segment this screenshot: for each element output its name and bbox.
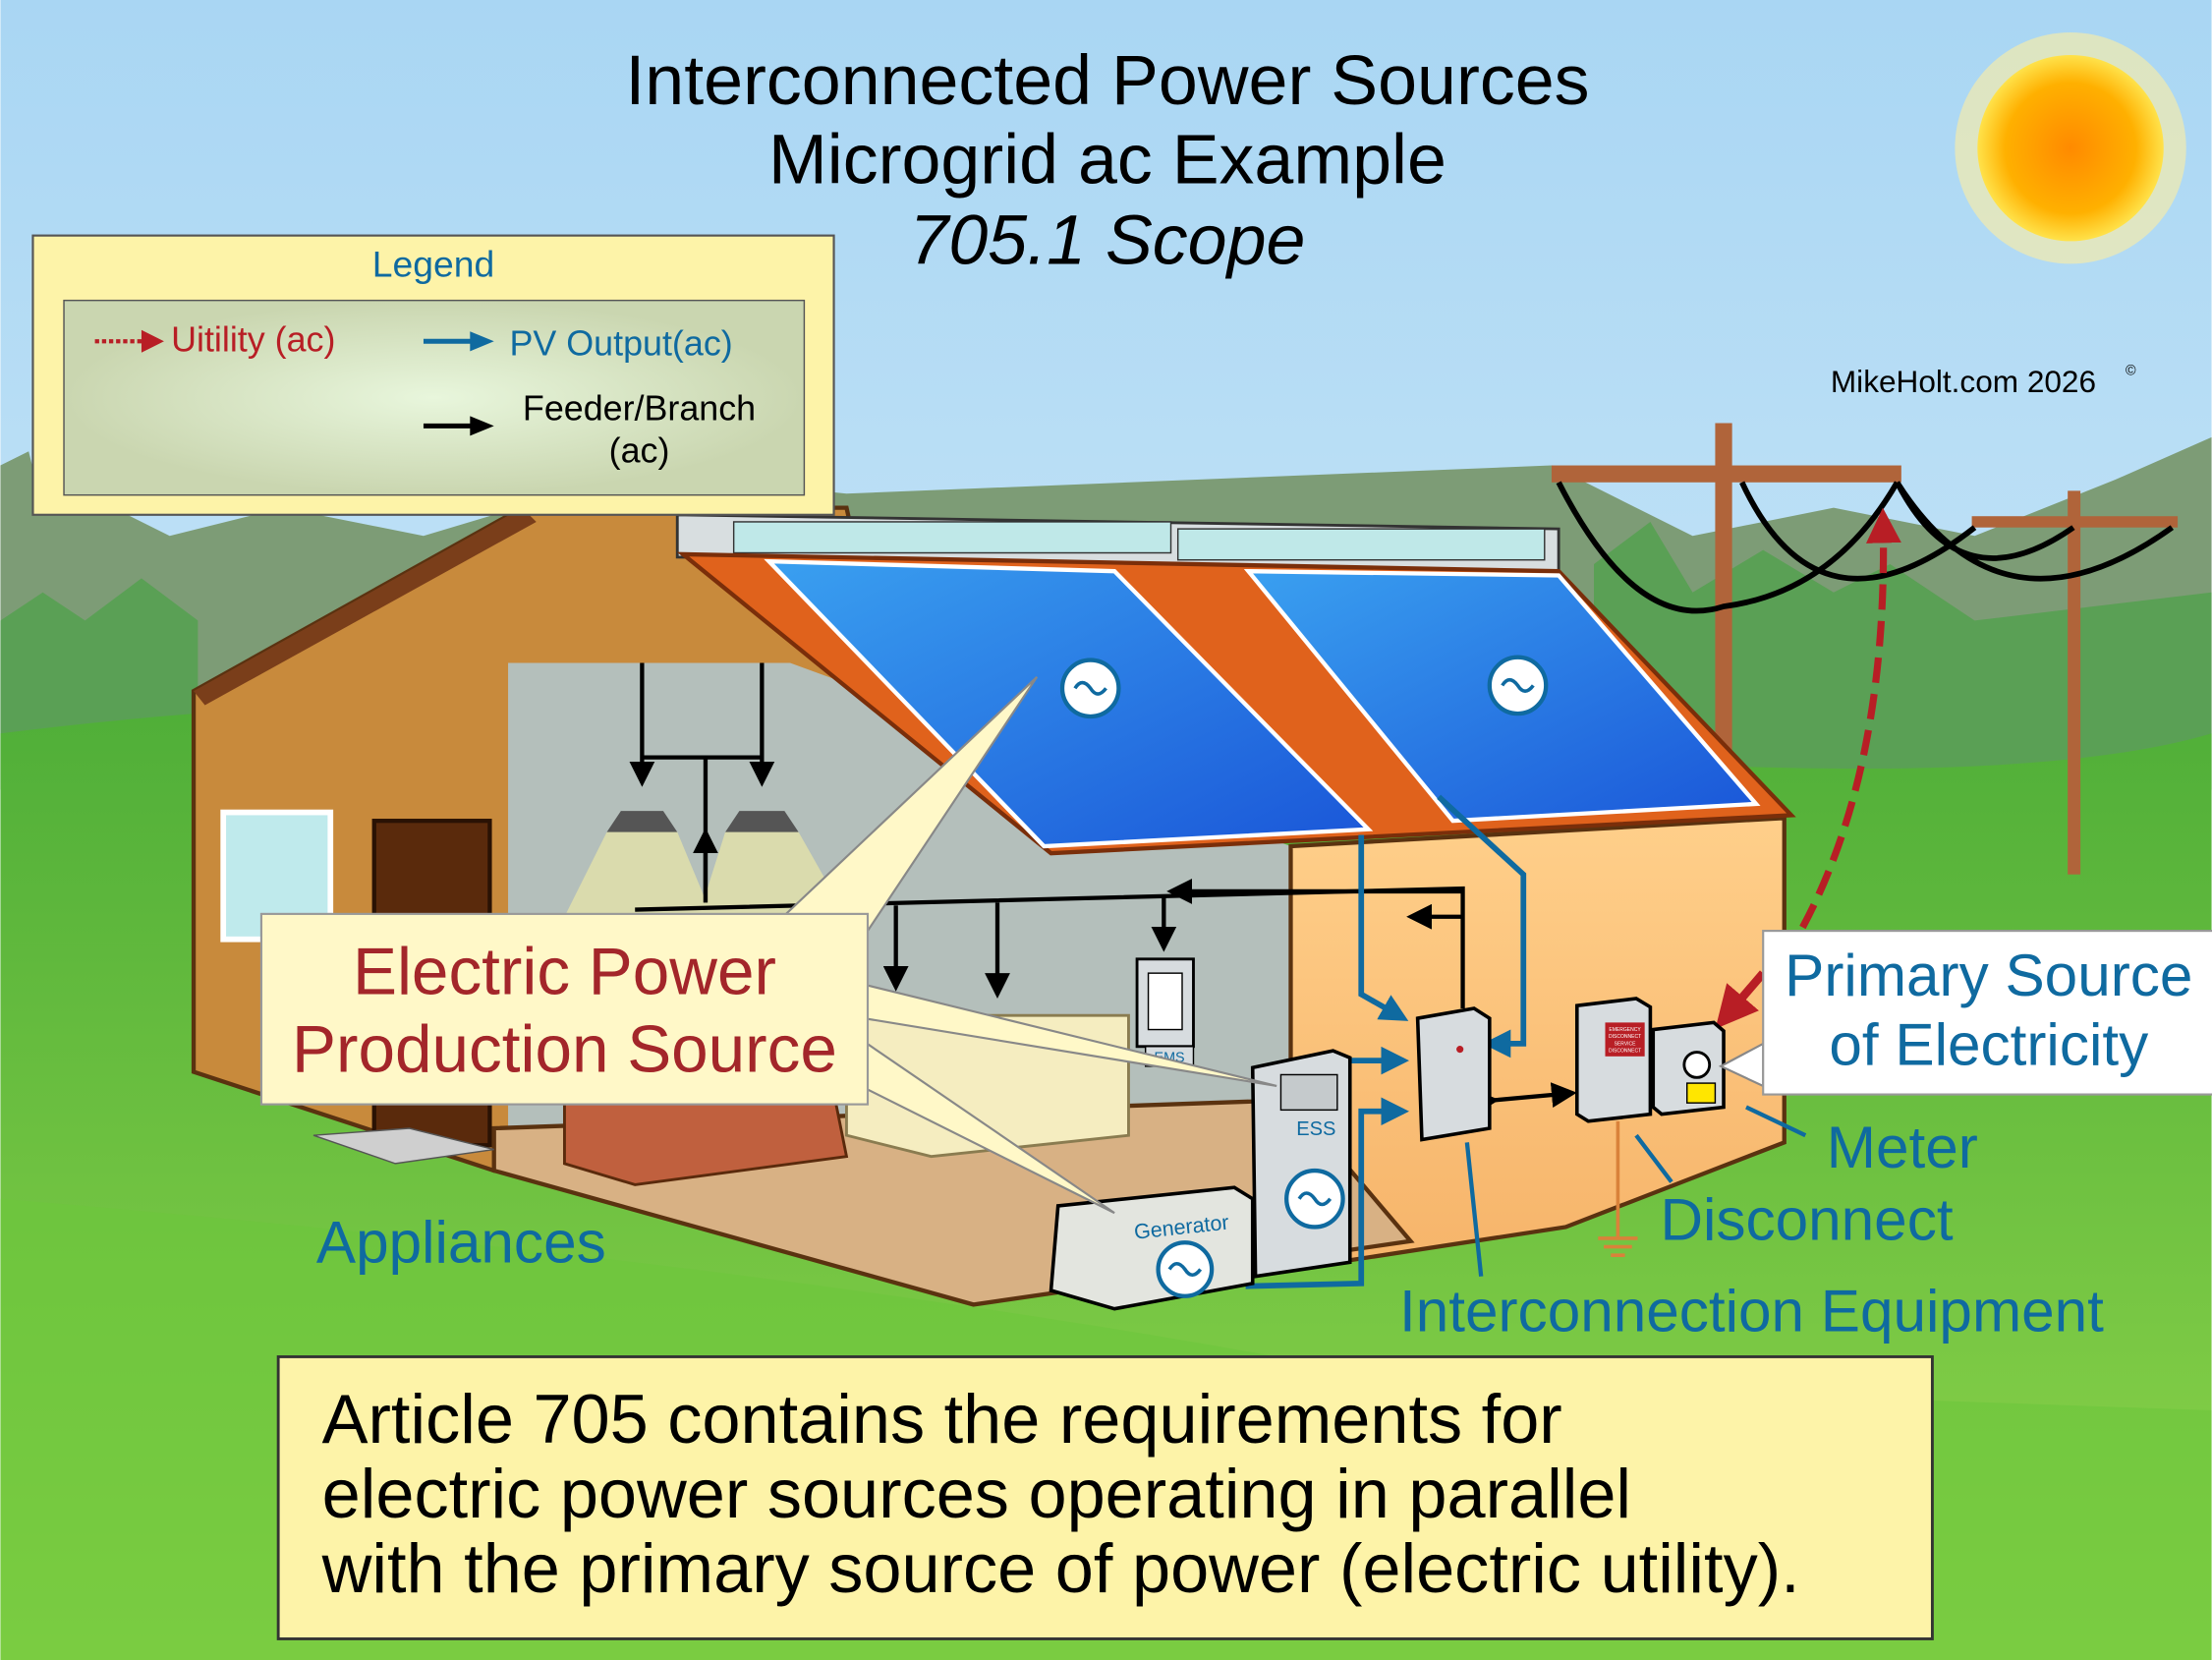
production-source-label: Electric Power Production Source [259, 912, 870, 1106]
ess-label: ESS [1296, 1118, 1335, 1140]
title-line2: Microgrid ac Example [768, 121, 1446, 200]
caption-line1: Article 705 contains the requirements fo… [322, 1380, 1562, 1458]
utility-line [1781, 507, 1901, 961]
interconnection-label: Interconnection Equipment [1399, 1278, 2104, 1345]
caption-line2: electric power sources operating in para… [322, 1455, 1631, 1532]
meter-label: Meter [1827, 1114, 1978, 1180]
appliances-label: Appliances [316, 1208, 606, 1275]
title-line1: Interconnected Power Sources [625, 41, 1589, 120]
sign-line: DISCONNECT [1609, 1034, 1641, 1040]
title-line3: 705.1 Scope [909, 200, 1305, 279]
caption-box: Article 705 contains the requirements fo… [276, 1355, 1934, 1640]
disconnect-label: Disconnect [1660, 1185, 1953, 1252]
ground-icon [1598, 1120, 1638, 1257]
primary-line2: of Electricity [1829, 1010, 2149, 1077]
ems-panel: EMS [1135, 957, 1195, 1067]
title: Interconnected Power Sources Microgrid a… [625, 41, 1589, 279]
disconnect-box: EMERGENCY DISCONNECT SERVICE DISCONNECT [1574, 997, 1653, 1123]
legend-feeder-line1: Feeder/Branch [523, 389, 756, 429]
sign-line: SERVICE [1615, 1041, 1637, 1047]
sign-line: EMERGENCY [1609, 1027, 1641, 1033]
legend-utility: Uitility (ac) [171, 319, 335, 359]
callout-pointers [780, 676, 1765, 1215]
feeder-branch-lines [629, 761, 1577, 1116]
caption-line3: with the primary source of power (electr… [321, 1529, 1800, 1607]
interconnection-equipment [1415, 1006, 1492, 1142]
copyright-mark: © [2126, 364, 2136, 379]
legend-pv-output: PV Output(ac) [509, 324, 732, 364]
legend-feeder-line2: (ac) [609, 431, 670, 471]
legend-heading: Legend [372, 243, 494, 284]
primary-line1: Primary Source [1785, 942, 2192, 1008]
sun-icon [1955, 32, 2186, 264]
primary-source-label: Primary Source of Electricity [1762, 930, 2212, 1096]
meter-box [1651, 1020, 1726, 1116]
production-line2: Production Source [292, 1013, 837, 1087]
production-line1: Electric Power [353, 936, 776, 1009]
copyright-text: MikeHolt.com 2026 [1831, 364, 2096, 399]
sign-line: DISCONNECT [1609, 1049, 1641, 1055]
ess-unit: ESS [1250, 1049, 1352, 1279]
utility-poles [1551, 423, 2179, 875]
generator-unit: Generator [1049, 1185, 1255, 1311]
utility-arrow-to-meter [1715, 970, 1767, 1029]
legend: Legend Uitility (ac) PV Output(ac) Feede… [31, 234, 835, 516]
